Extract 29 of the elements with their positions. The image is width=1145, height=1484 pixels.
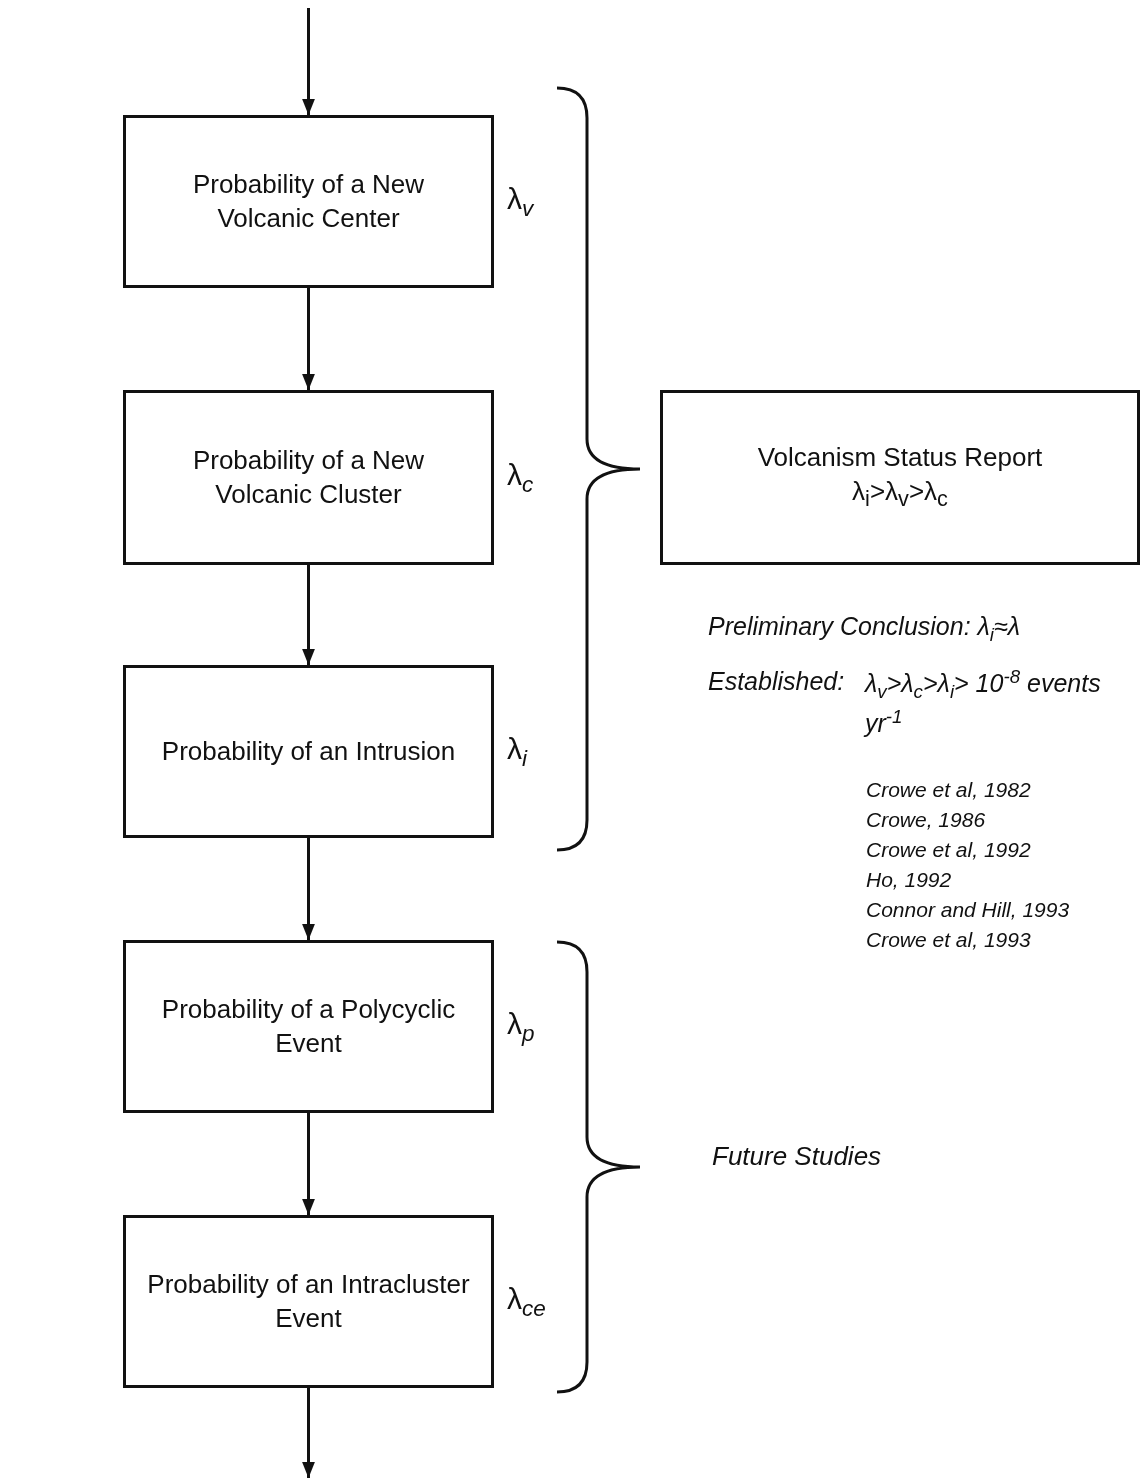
note-heading: Established: [708, 666, 845, 697]
rate-symbol: λ$_{ce}$ [507, 1281, 546, 1322]
process-box [660, 390, 1140, 565]
reference: Crowe, 1986 [866, 807, 986, 833]
rate-symbol: λ$_{v}$ [507, 181, 534, 222]
reference: Crowe et al, 1982 [866, 777, 1031, 803]
reference: Crowe et al, 1992 [866, 837, 1031, 863]
rate-symbol: λ$_{c}$ [507, 457, 534, 498]
arrow [302, 1388, 315, 1478]
arrow [302, 565, 315, 665]
box-label: Probability of an Intrusion [161, 734, 456, 768]
note: Future Studies [712, 1140, 882, 1173]
arrow [302, 1113, 315, 1215]
rate-symbol: λ$_{i}$ [507, 731, 527, 772]
reference: Crowe et al, 1993 [866, 927, 1031, 953]
arrow [302, 8, 315, 115]
formula: λ$_{i}$>λ$_{v}$>λ$_{c}$ [852, 475, 948, 514]
rate-symbol: λ$_{p}$ [507, 1006, 535, 1047]
conclusion-note: Preliminary Conclusion: λ$_{i}$≈λ [708, 611, 1021, 647]
box-label: Volcanism Status Report [757, 441, 1043, 475]
box-label: Probability of a Polycyclic Event [160, 992, 457, 1060]
arrow [302, 838, 315, 940]
formula: λ$_{v}$>λ$_{c}$>λ$_{i}$> 10$^{-8}$ events yr$^{-1}$ [865, 665, 1102, 740]
box-label: Probability of an Intracluster Event [146, 1267, 471, 1335]
box-label: Probability of a New Volcanic Cluster [191, 443, 426, 511]
box-label: Probability of a New Volcanic Center [191, 167, 426, 235]
arrow [302, 288, 315, 390]
reference: Connor and Hill, 1993 [866, 897, 1070, 923]
reference: Ho, 1992 [866, 867, 952, 893]
